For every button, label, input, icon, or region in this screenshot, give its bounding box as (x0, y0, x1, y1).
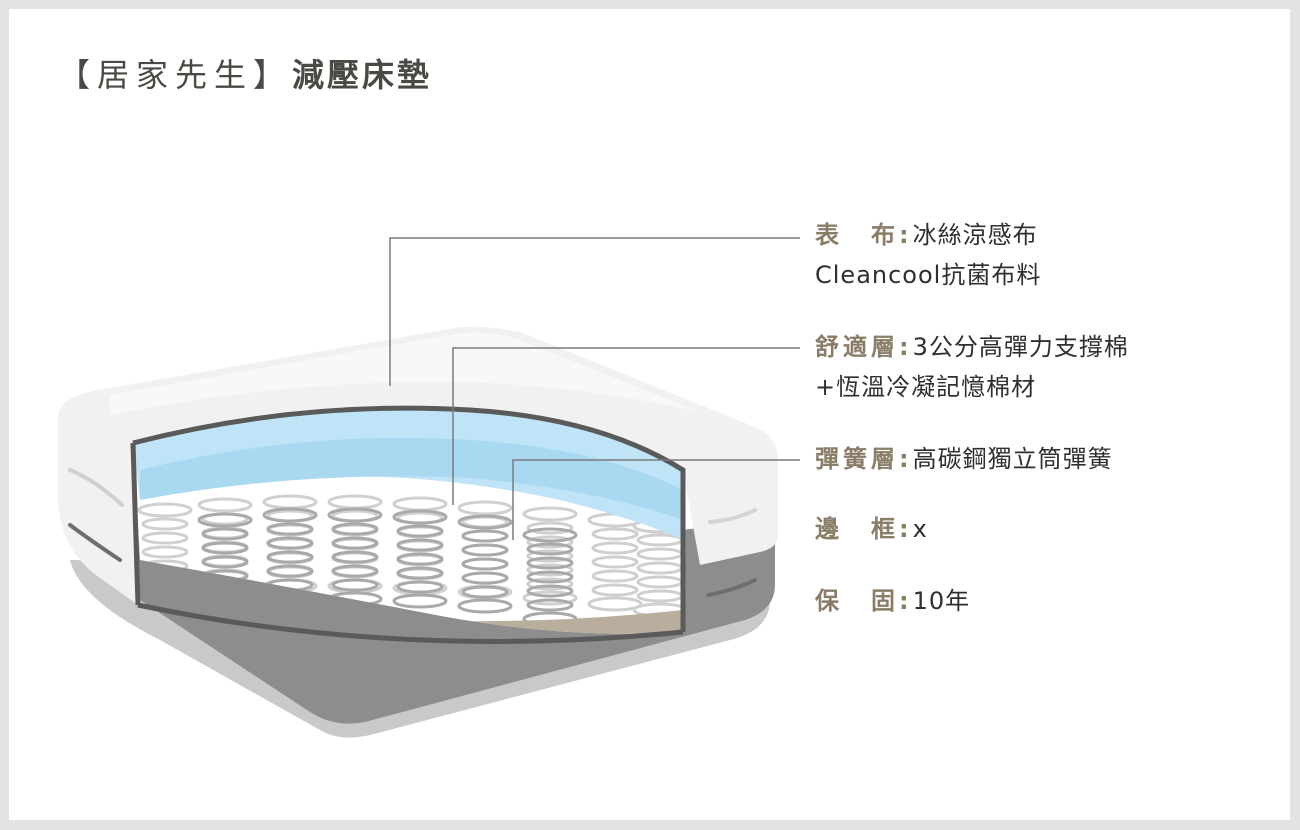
spec-value: 3公分高彈力支撐棉 (912, 333, 1129, 361)
product-name: 減壓床墊 (292, 56, 433, 94)
spec-separator: : (899, 445, 909, 473)
leader-line-spring (512, 459, 800, 540)
spec-separator: : (899, 333, 909, 361)
spec-separator: : (899, 221, 909, 249)
spec-value: 10年 (912, 587, 971, 615)
spec-value: x (912, 515, 928, 543)
spec-cover: 表 布:冰絲涼感布 Cleancool抗菌布料 (815, 218, 1041, 292)
cutaway-edge (130, 442, 141, 606)
spec-value-detail: +恆溫冷凝記憶棉材 (815, 373, 1037, 401)
mattress-edge-stitch (708, 508, 757, 524)
spec-comfort-layer: 舒適層:3公分高彈力支撐棉 +恆溫冷凝記憶棉材 (815, 330, 1129, 404)
spec-separator: : (899, 515, 909, 543)
spec-label: 保 固 (815, 587, 899, 615)
leader-line-comfort (452, 347, 800, 505)
spec-label: 邊 框 (815, 515, 899, 543)
spec-separator: : (899, 587, 909, 615)
mattress-edge-stitch (68, 523, 122, 562)
spec-spring-layer: 彈簧層:高碳鋼獨立筒彈簧 (815, 442, 1113, 476)
brand-name: 【居家先生】 (58, 56, 293, 94)
mattress-top-cover (57, 326, 778, 605)
spec-label: 彈簧層 (815, 445, 899, 473)
mattress-edge-stitch (706, 578, 757, 597)
spec-label: 表 布 (815, 221, 899, 249)
cutaway-edge (132, 405, 686, 632)
page-title: 【居家先生】減壓床墊 (58, 52, 432, 98)
mattress-edge-stitch (68, 468, 124, 507)
spec-frame: 邊 框:x (815, 512, 928, 546)
leader-line-cover (389, 237, 800, 386)
spec-warranty: 保 固:10年 (815, 584, 970, 618)
spec-value-detail: Cleancool抗菌布料 (815, 261, 1042, 289)
spec-label: 舒適層 (815, 333, 899, 361)
spec-value: 高碳鋼獨立筒彈簧 (912, 445, 1113, 473)
comfort-layer-shading (140, 438, 683, 520)
cutaway-base-edge (137, 602, 684, 644)
spec-value: 冰絲涼感布 (912, 221, 1038, 249)
mattress-top-highlight (110, 332, 700, 415)
